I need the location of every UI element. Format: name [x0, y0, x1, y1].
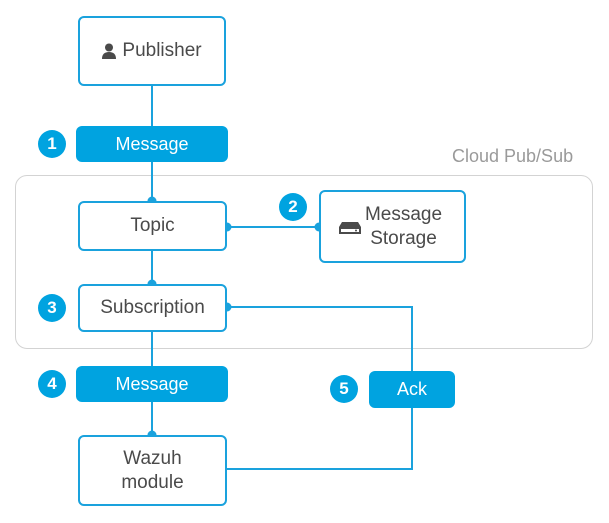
publisher-node: Publisher — [78, 16, 226, 86]
user-icon — [102, 43, 117, 59]
wazuh-module-text: Wazuh module — [121, 447, 183, 495]
wazuh-label-line-1: Wazuh — [123, 447, 182, 469]
message-storage-node: Message Storage — [319, 190, 466, 263]
topic-node: Topic — [78, 201, 227, 251]
message-badge-2: Message — [76, 366, 228, 402]
publisher-label: Publisher — [122, 40, 202, 61]
ack-badge: Ack — [369, 371, 455, 408]
step-badge-1: 1 — [38, 130, 66, 158]
server-icon — [339, 222, 361, 234]
wazuh-label-line-2: module — [121, 471, 184, 493]
step-badge-2: 2 — [279, 193, 307, 221]
step-badge-5: 5 — [330, 375, 358, 403]
ack-label: Ack — [396, 379, 427, 399]
subscription-label: Subscription — [100, 297, 205, 318]
wazuh-module-node: Wazuh module — [78, 435, 227, 506]
subscription-node: Subscription — [78, 284, 227, 332]
message-badge-1: Message — [76, 126, 228, 162]
topic-label: Topic — [130, 215, 175, 236]
message-label-1: Message — [115, 133, 189, 154]
step-badge-3: 3 — [38, 294, 66, 322]
storage-label-line-2: Storage — [370, 227, 437, 249]
step-badge-4: 4 — [38, 370, 66, 398]
message-label-2: Message — [115, 373, 189, 394]
storage-label-line-1: Message — [364, 203, 443, 225]
group-label: Cloud Pub/Sub — [452, 146, 574, 166]
message-storage-text: Message Storage — [365, 203, 442, 251]
